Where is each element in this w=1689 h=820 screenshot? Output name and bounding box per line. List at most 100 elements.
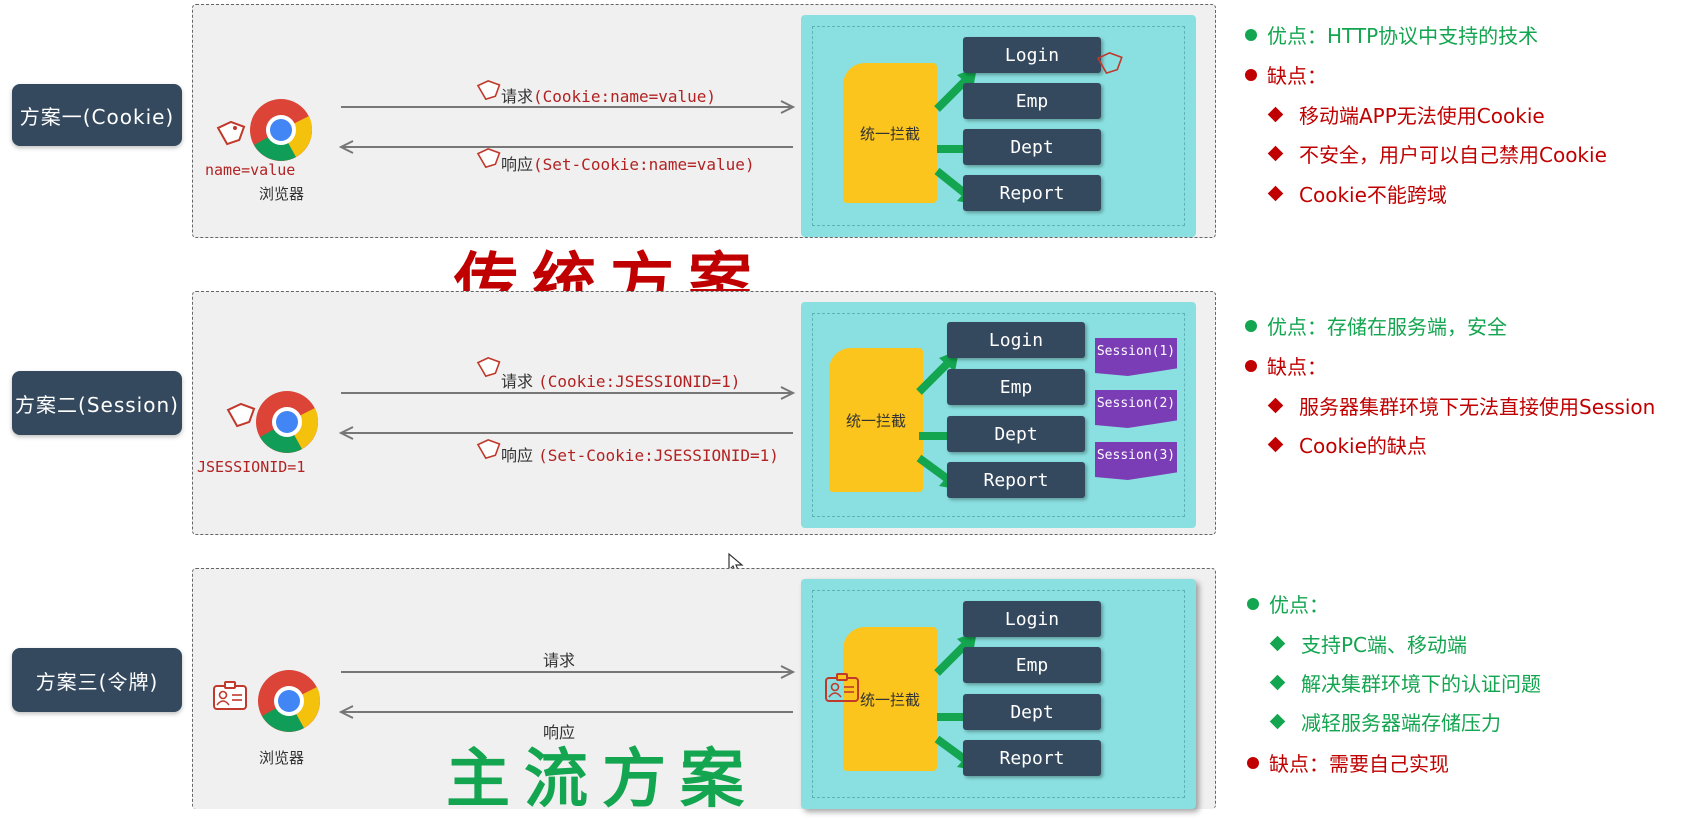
scheme3-pro-item: 解决集群环境下的认证问题 (1269, 668, 1541, 697)
request-label: 请求 (543, 651, 576, 670)
bullet-dot (1245, 319, 1257, 332)
endpoint-dept: Dept (947, 416, 1085, 452)
endpoint-emp: Emp (947, 369, 1085, 405)
cons-text: 缺点：需要自己实现 (1269, 752, 1449, 776)
bullet-diamond (1267, 185, 1284, 202)
pro-text: 支持PC端、移动端 (1301, 633, 1468, 657)
cons-text: 缺点： (1267, 64, 1327, 88)
scheme1-label: 方案一(Cookie) (12, 84, 182, 146)
bullet-dot (1245, 68, 1257, 81)
request-label: 请求(Cookie:name=value) (501, 83, 716, 107)
server-box: 统一拦截 Login Emp Dept Report Session(1) Se… (801, 302, 1196, 528)
scheme3-label: 方案三(令牌) (12, 648, 182, 712)
response-code: (Set-Cookie:JSESSIONID=1) (538, 446, 779, 465)
session-flag: Session(2) (1095, 390, 1177, 428)
request-label: 请求 (Cookie:JSESSIONID=1) (501, 368, 740, 392)
browser-label: 浏览器 (259, 749, 305, 767)
bullet-diamond (1269, 635, 1286, 652)
endpoint-emp: Emp (963, 647, 1101, 683)
scheme1-pros: 优点：HTTP协议中支持的技术 (1245, 20, 1538, 49)
pros-text: 优点：存储在服务端，安全 (1267, 315, 1507, 339)
bullet-diamond (1267, 145, 1284, 162)
scheme2-cons: 缺点： (1245, 351, 1327, 380)
endpoint-report: Report (947, 462, 1085, 498)
pro-text: 减轻服务器端存储压力 (1301, 711, 1501, 735)
bullet-dot (1245, 28, 1257, 41)
bullet-diamond (1267, 397, 1284, 414)
chrome-icon (258, 670, 321, 732)
bullet-diamond (1267, 106, 1284, 123)
response-prefix: 响应 (501, 155, 534, 174)
endpoint-report: Report (963, 740, 1101, 776)
scheme3-pro-item: 支持PC端、移动端 (1269, 629, 1468, 658)
con-text: 服务器集群环境下无法直接使用Session (1299, 395, 1656, 419)
mainstream-title: 主流方案 (446, 742, 758, 817)
response-arrow (338, 140, 793, 154)
scheme1-con-item: 不安全，用户可以自己禁用Cookie (1267, 139, 1607, 168)
request-arrow (341, 100, 796, 114)
scheme1-con-item: Cookie不能跨域 (1267, 179, 1447, 208)
request-prefix: 请求 (501, 87, 534, 106)
endpoint-login: Login (963, 601, 1101, 637)
scheme1-con-item: 移动端APP无法使用Cookie (1267, 100, 1545, 129)
tag-icon (476, 147, 501, 169)
response-prefix: 响应 (501, 446, 534, 465)
scheme3-pros: 优点： (1247, 589, 1329, 618)
scheme2-label: 方案二(Session) (12, 371, 182, 435)
scheme3-cons: 缺点：需要自己实现 (1247, 748, 1449, 777)
tag-icon (476, 79, 501, 101)
scheme3-pro-item: 减轻服务器端存储压力 (1269, 707, 1501, 736)
scheme2-con-item: Cookie的缺点 (1267, 430, 1427, 459)
response-code: (Set-Cookie:name=value) (533, 155, 755, 174)
scheme2-pros: 优点：存储在服务端，安全 (1245, 311, 1507, 340)
endpoint-dept: Dept (963, 694, 1101, 730)
bullet-diamond (1269, 674, 1286, 691)
server-box: 统一拦截 Login Emp Dept Report (801, 579, 1196, 809)
response-arrow (338, 705, 793, 719)
con-text: Cookie的缺点 (1299, 434, 1427, 458)
cookie-value: name=value (205, 161, 296, 179)
chrome-icon (256, 391, 319, 453)
tag-icon (226, 402, 256, 428)
cons-text: 缺点： (1267, 355, 1327, 379)
pro-text: 解决集群环境下的认证问题 (1301, 672, 1541, 696)
scheme3-panel: 浏览器 请求 响应 统一拦截 Login Emp Dept R (192, 568, 1216, 809)
endpoint-report: Report (963, 175, 1101, 211)
request-arrow (341, 386, 796, 400)
tag-icon (476, 438, 501, 460)
bullet-dot (1247, 597, 1259, 610)
id-card-icon (213, 681, 247, 710)
id-card-icon (825, 673, 859, 702)
scheme2-panel: JSESSIONID=1 请求 (Cookie:JSESSIONID=1) 响应… (192, 291, 1216, 535)
bullet-diamond (1267, 436, 1284, 453)
interceptor: 统一拦截 (829, 348, 923, 492)
bullet-diamond (1269, 713, 1286, 730)
tag-icon (1096, 52, 1123, 75)
cookie-value: JSESSIONID=1 (197, 458, 306, 476)
endpoint-login: Login (963, 37, 1101, 73)
pros-text: 优点： (1269, 593, 1329, 617)
response-label: 响应 (543, 723, 576, 742)
session-flag: Session(3) (1095, 442, 1177, 480)
scheme2-con-item: 服务器集群环境下无法直接使用Session (1267, 391, 1656, 420)
request-code: (Cookie:name=value) (533, 87, 717, 106)
request-code: (Cookie:JSESSIONID=1) (538, 372, 741, 391)
endpoint-login: Login (947, 322, 1085, 358)
server-inner (812, 590, 1185, 798)
tag-icon (476, 356, 501, 378)
response-label: 响应 (Set-Cookie:JSESSIONID=1) (501, 442, 779, 466)
scheme1-panel: name=value 浏览器 请求(Cookie:name=value) 响应(… (192, 4, 1216, 238)
scheme1-cons: 缺点： (1245, 60, 1327, 89)
chrome-icon (250, 99, 313, 161)
bullet-dot (1245, 359, 1257, 372)
session-flag: Session(1) (1095, 338, 1177, 376)
tag-icon (216, 120, 246, 146)
con-text: 不安全，用户可以自己禁用Cookie (1299, 143, 1607, 167)
endpoint-emp: Emp (963, 83, 1101, 119)
bullet-dot (1247, 756, 1259, 769)
response-arrow (338, 426, 793, 440)
server-box: 统一拦截 Login Emp Dept Report (801, 15, 1196, 237)
browser-label: 浏览器 (259, 185, 305, 203)
con-text: Cookie不能跨域 (1299, 183, 1447, 207)
server-inner (812, 313, 1185, 517)
